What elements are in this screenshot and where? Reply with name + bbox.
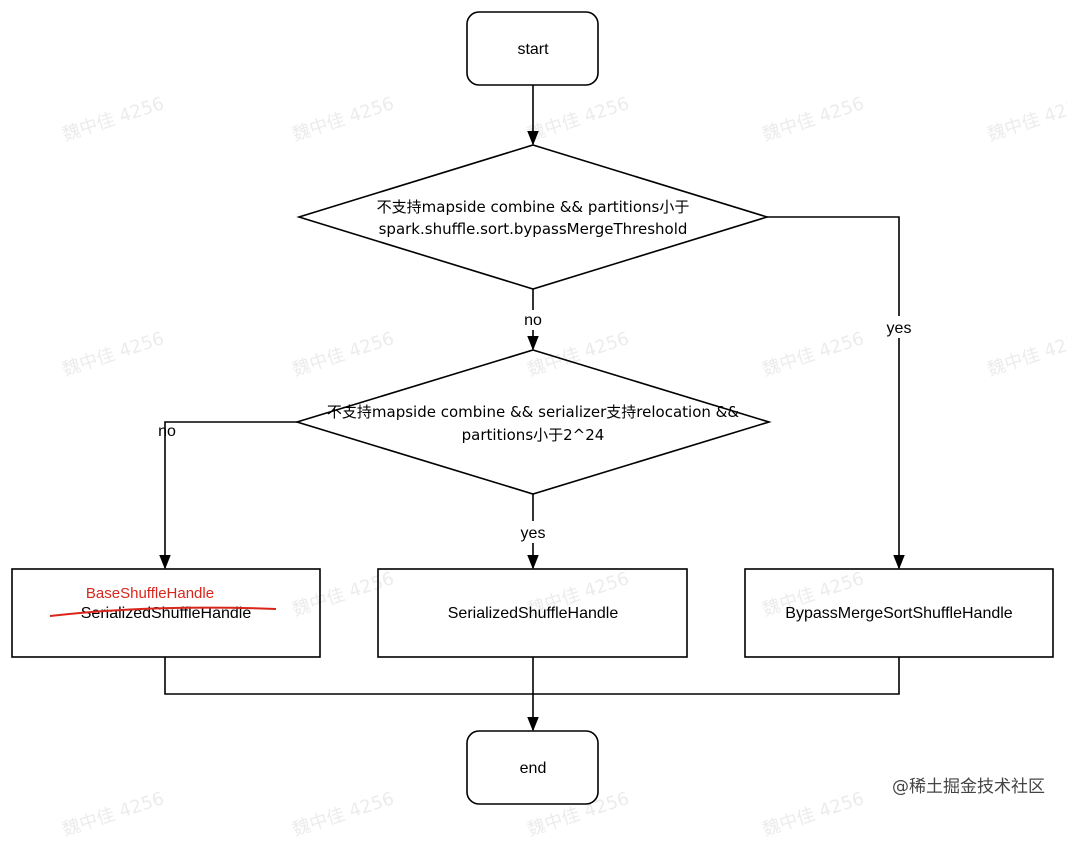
right-box-label: BypassMergeSortShuffleHandle: [785, 605, 1012, 622]
start-label: start: [517, 41, 549, 58]
decision2-text-line2: partitions小于2^24: [462, 426, 605, 444]
decision1-text-line2: spark.shuffle.sort.bypassMergeThreshold: [379, 220, 688, 238]
edge-decision1-yes: [767, 216, 905, 570]
edge-decision2-no: [159, 421, 297, 570]
decision-serialized: [294, 349, 772, 495]
left-box-new-label: BaseShuffleHandle: [86, 585, 214, 602]
flowchart: start 不支持mapside combine && partitions小于…: [11, 11, 1054, 805]
edge-label-d1-no: no: [524, 312, 542, 329]
decision-bypass-merge: [296, 144, 770, 290]
decision2-text-line1: 不支持mapside combine && serializer支持reloca…: [327, 403, 739, 421]
strikethrough-correction: [49, 606, 277, 617]
edge-label-d2-yes: yes: [521, 525, 546, 542]
edge-label-d2-no: no: [158, 423, 176, 440]
corner-watermark: @稀土掘金技术社区: [892, 777, 1045, 797]
decision1-text-line1: 不支持mapside combine && partitions小于: [377, 198, 690, 216]
edge-label-d1-yes: yes: [887, 320, 912, 337]
edge-merge-left: [164, 657, 900, 695]
end-label: end: [520, 760, 547, 777]
middle-box-label: SerializedShuffleHandle: [448, 605, 619, 622]
